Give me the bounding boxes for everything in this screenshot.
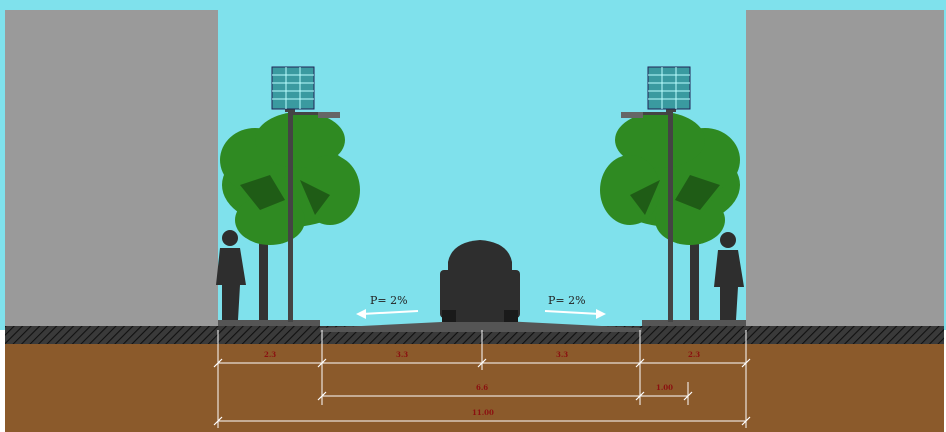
dim-total: 11.00 [472,408,494,417]
dim-right-sidewalk: 2.3 [688,350,700,359]
left-slope-label: P= 2% [370,294,408,307]
dimension-ticks [213,358,751,426]
carriageway-surface [320,320,642,332]
left-pedestrian-icon [216,230,246,320]
road-pavement [5,326,944,344]
left-solar-panel-icon [271,66,315,110]
right-slope-label: P= 2% [548,294,586,307]
ground [5,344,944,432]
right-pedestrian-icon [714,232,744,320]
left-slope-indicator: P= 2% [356,294,419,319]
dim-right-lane: 3.3 [556,350,568,359]
dim-offset: 1.00 [656,383,673,392]
left-building [5,10,218,330]
dim-left-lane: 3.3 [396,350,408,359]
left-sidewalk-curb [218,320,320,326]
right-solar-panel-icon [647,66,691,110]
dim-carriageway: 6.6 [476,383,488,392]
car-icon [440,240,520,322]
right-building [746,10,944,330]
left-arrow-icon [356,309,366,319]
right-arrow-icon [596,309,606,319]
dim-left-sidewalk: 2.3 [264,350,276,359]
right-sidewalk-curb [642,320,746,326]
left-solar-street-lamp-icon [271,66,340,322]
right-slope-indicator: P= 2% [544,294,606,319]
right-solar-street-lamp-icon [621,66,691,322]
